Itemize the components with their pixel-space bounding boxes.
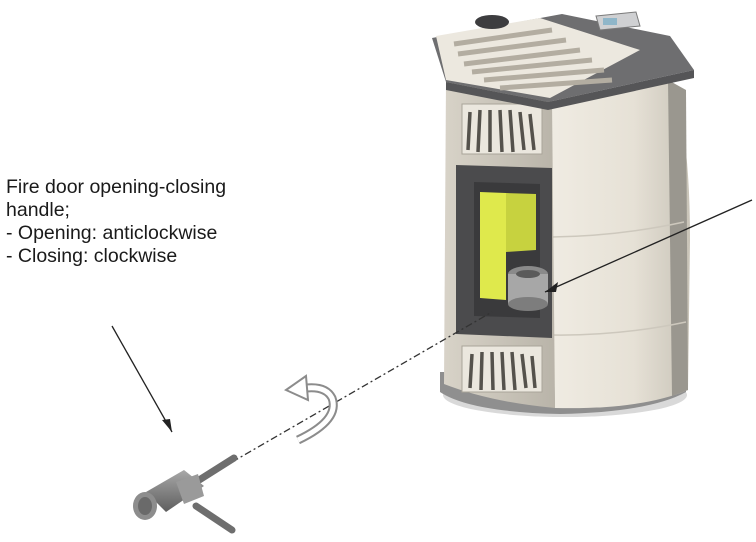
stove-body-right bbox=[548, 80, 690, 409]
body-seam-lower bbox=[551, 321, 687, 336]
top-grille bbox=[436, 18, 640, 98]
firebox-glow-right bbox=[506, 193, 536, 252]
firebox-callout-arrowhead bbox=[545, 282, 558, 292]
caption-line-3: - Opening: anticlockwise bbox=[6, 222, 218, 244]
firebox-glow bbox=[480, 192, 506, 300]
caption-line-2: handle; bbox=[6, 199, 70, 221]
top-cap bbox=[475, 15, 509, 29]
stove-top-lip bbox=[446, 70, 694, 110]
rotation-arrow bbox=[283, 374, 338, 445]
burn-pot bbox=[508, 266, 548, 311]
caption-line-4: - Closing: clockwise bbox=[6, 245, 178, 267]
caption-line-1: Fire door opening-closing bbox=[6, 176, 227, 198]
control-display bbox=[595, 11, 641, 31]
stove-edge-column bbox=[668, 80, 688, 396]
handle-leader-line bbox=[111, 325, 173, 433]
pellet-stove bbox=[432, 11, 694, 417]
door-handle bbox=[133, 454, 238, 534]
handle-leader-arrowhead bbox=[162, 419, 172, 432]
handle-caption: Fire door opening-closing handle; - Open… bbox=[6, 176, 326, 268]
handle-axis-line bbox=[231, 311, 493, 463]
upper-grille bbox=[461, 103, 543, 155]
lower-grille bbox=[461, 345, 543, 393]
body-seam-upper bbox=[551, 221, 685, 238]
firebox-callout-line bbox=[544, 199, 753, 293]
